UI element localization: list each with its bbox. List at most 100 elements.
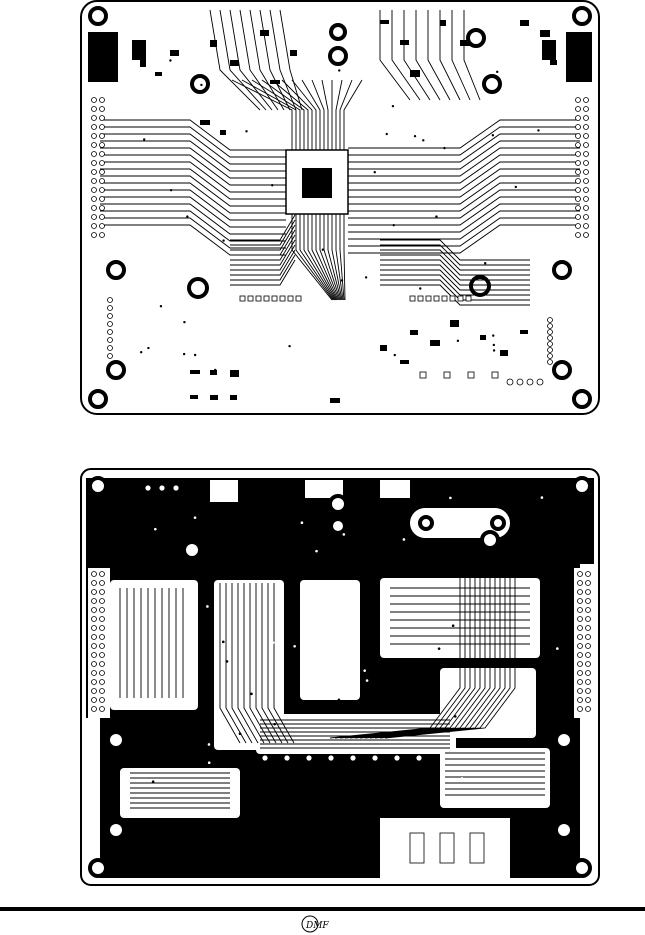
pad xyxy=(283,754,291,762)
pad xyxy=(91,160,97,166)
mounting-hole xyxy=(554,820,574,840)
pad xyxy=(577,571,583,577)
pad xyxy=(583,187,589,193)
pad xyxy=(583,160,589,166)
pad xyxy=(585,589,591,595)
smd-component xyxy=(460,40,470,46)
trace xyxy=(100,154,286,186)
mounting-hole xyxy=(554,730,574,750)
pad xyxy=(91,625,97,631)
via xyxy=(413,134,417,138)
smd-component xyxy=(140,60,146,67)
via xyxy=(185,838,189,842)
pad xyxy=(91,169,97,175)
trace xyxy=(100,119,286,151)
via xyxy=(193,353,197,357)
top-trace-bundles xyxy=(100,9,580,306)
mounting-holes xyxy=(88,6,592,409)
trace xyxy=(249,583,271,744)
via xyxy=(522,562,526,566)
mounting-hole xyxy=(572,6,592,26)
pad xyxy=(99,598,105,604)
trace xyxy=(261,583,283,744)
trace xyxy=(230,259,296,286)
mounting-hole xyxy=(466,28,486,48)
pad xyxy=(583,214,589,220)
pad xyxy=(91,151,97,157)
trace xyxy=(219,583,241,744)
trace xyxy=(380,249,530,271)
trace xyxy=(230,234,296,261)
pad xyxy=(99,661,105,667)
pad xyxy=(91,571,97,577)
pad xyxy=(583,223,589,229)
smd-component xyxy=(430,340,440,346)
pcb-top-layer xyxy=(80,0,600,415)
pad xyxy=(99,232,105,238)
mounting-hole xyxy=(88,858,108,878)
pad xyxy=(585,643,591,649)
mounting-hole xyxy=(329,517,347,535)
pad xyxy=(575,196,581,202)
pad xyxy=(99,571,105,577)
trace xyxy=(348,119,580,149)
pad xyxy=(575,178,581,184)
trace xyxy=(451,10,471,101)
pad xyxy=(327,754,335,762)
smd-component xyxy=(230,395,237,400)
trace xyxy=(237,583,259,744)
trace xyxy=(100,189,286,221)
smd-component xyxy=(155,72,162,76)
via xyxy=(540,496,544,499)
trace xyxy=(307,214,337,301)
trace xyxy=(251,79,301,150)
trace xyxy=(380,269,530,291)
smd-component xyxy=(230,370,239,377)
via xyxy=(442,614,445,617)
pad xyxy=(99,124,105,130)
via xyxy=(437,647,441,650)
pad xyxy=(516,378,524,386)
mounting-hole xyxy=(490,515,506,531)
trace xyxy=(380,259,530,281)
via xyxy=(542,791,545,794)
pad xyxy=(577,607,583,613)
via xyxy=(273,722,276,726)
bottom-pad-rows xyxy=(91,484,591,864)
smd-component xyxy=(400,360,409,364)
pad xyxy=(107,337,113,343)
pad xyxy=(575,223,581,229)
pad xyxy=(99,706,105,712)
smd-component xyxy=(520,330,528,334)
pad xyxy=(158,484,166,492)
smd-component xyxy=(540,30,550,37)
via xyxy=(206,605,209,608)
smd-component xyxy=(480,335,486,340)
trace xyxy=(384,578,516,739)
pad xyxy=(91,598,97,604)
via xyxy=(456,339,460,343)
trace xyxy=(348,161,580,191)
trace xyxy=(329,578,461,739)
via xyxy=(506,638,510,641)
trace xyxy=(348,154,580,184)
pad xyxy=(393,754,401,762)
connector-pad xyxy=(132,40,146,60)
via xyxy=(437,828,440,831)
trace xyxy=(281,79,313,150)
pad xyxy=(91,670,97,676)
smd-component xyxy=(380,20,389,24)
via xyxy=(191,278,194,282)
via xyxy=(365,679,369,682)
via xyxy=(435,215,438,218)
smd-component xyxy=(500,350,508,356)
trace xyxy=(380,274,530,296)
pad xyxy=(547,353,553,359)
trace xyxy=(344,578,476,739)
pad xyxy=(409,295,416,302)
trace xyxy=(230,249,296,276)
pad xyxy=(583,232,589,238)
pad xyxy=(585,688,591,694)
trace xyxy=(230,254,296,281)
pad xyxy=(107,305,113,311)
